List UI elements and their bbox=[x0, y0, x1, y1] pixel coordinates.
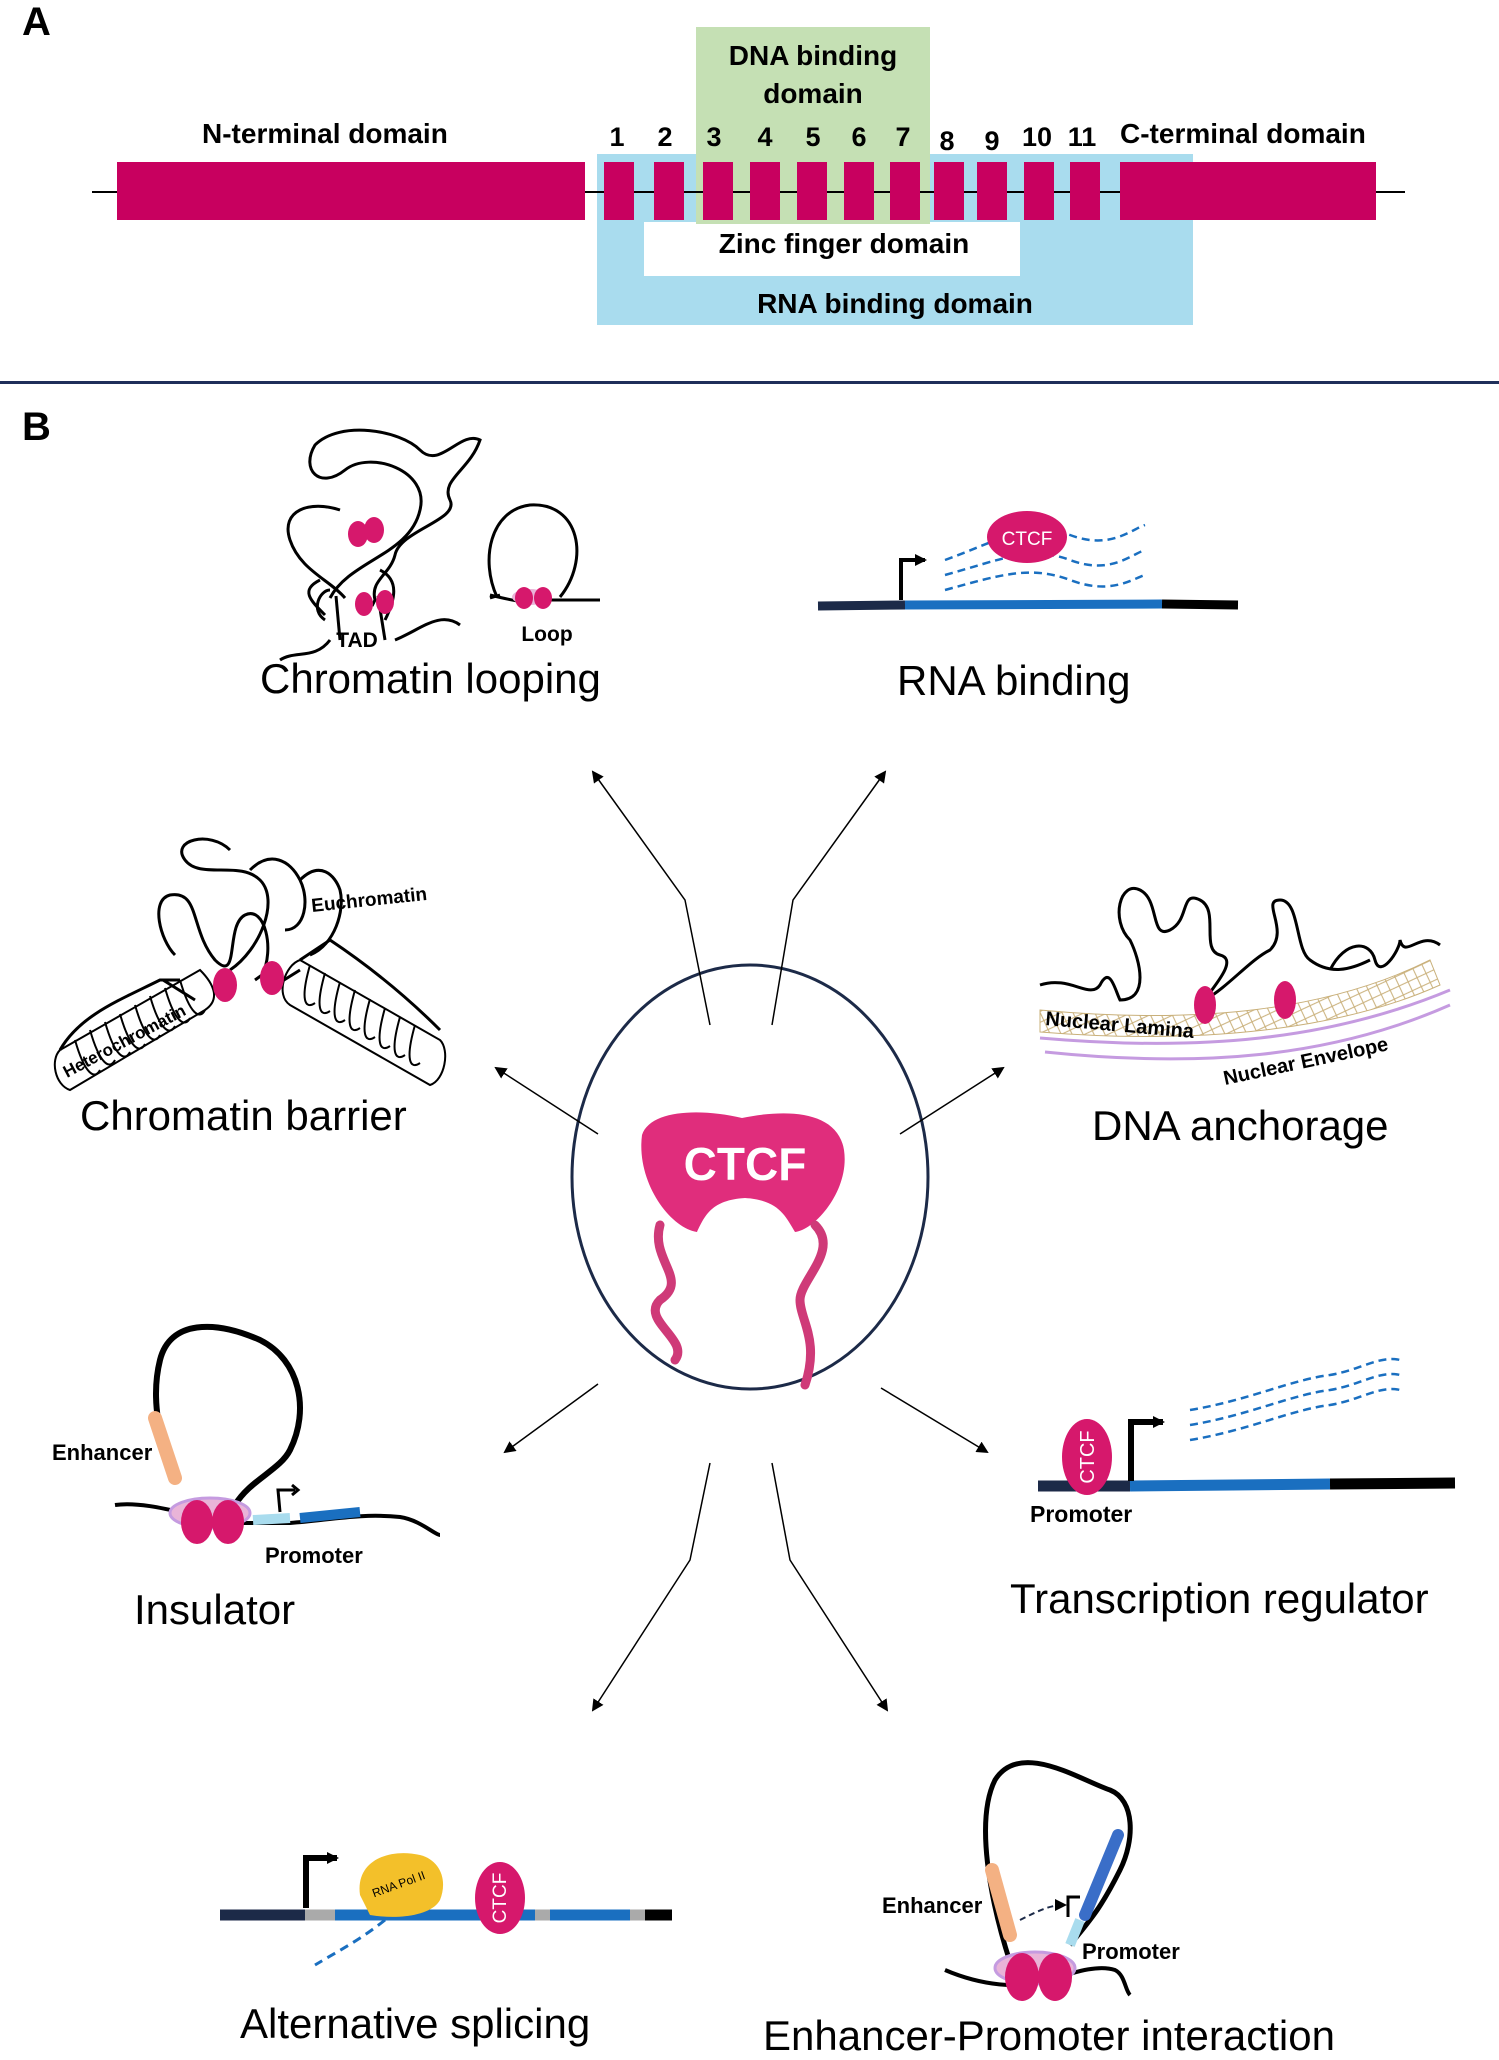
enhancer-promoter-icon bbox=[944, 1760, 1133, 2001]
dna-binding-label-line1: DNA binding bbox=[728, 40, 898, 71]
arrow-rna-binding bbox=[771, 770, 887, 1026]
finger-number-4: 4 bbox=[757, 122, 773, 152]
finger-number-1: 1 bbox=[609, 122, 625, 152]
dna-anchorage-label: DNA anchorage bbox=[1092, 1102, 1389, 1149]
alternative-splicing-label: Alternative splicing bbox=[240, 2000, 591, 2047]
protein-backbone-line bbox=[92, 191, 1405, 193]
ctcf-protein-shape bbox=[641, 1112, 845, 1390]
finger-number-7: 7 bbox=[895, 122, 911, 152]
alternative-splicing-icon: RNA Pol II CTCF bbox=[220, 1852, 672, 1967]
panel-a-label: A bbox=[22, 0, 51, 44]
heterochromatin-left-coil bbox=[53, 968, 215, 1092]
rna-binding-label: RNA binding bbox=[897, 657, 1131, 704]
enhancer-promoter-label: Enhancer-Promoter interaction bbox=[763, 2012, 1335, 2059]
finger-number-8: 8 bbox=[939, 126, 955, 156]
dna-binding-label-line2: domain bbox=[763, 78, 863, 109]
c-terminal-domain-block bbox=[1120, 162, 1376, 220]
panel-b-label: B bbox=[22, 405, 51, 449]
arrow-dna-anchorage bbox=[899, 1066, 1005, 1135]
n-terminal-label: N-terminal domain bbox=[202, 118, 448, 149]
chromatin-barrier-icon bbox=[58, 837, 442, 1051]
zinc-finger-7 bbox=[890, 162, 920, 220]
panel-b-diagram: TAD Loop CTCF Euchromatin Heterochromati… bbox=[52, 428, 1456, 2001]
nuclear-envelope-label: Nuclear Envelope bbox=[1221, 1033, 1390, 1089]
c-terminal-label: C-terminal domain bbox=[1120, 118, 1366, 149]
zinc-finger-10 bbox=[1024, 162, 1054, 220]
arrow-enhancer-promoter bbox=[771, 1462, 889, 1712]
arrow-insulator bbox=[503, 1383, 599, 1454]
arrow-chromatin-looping bbox=[591, 770, 711, 1026]
loop-label: Loop bbox=[521, 623, 572, 646]
insulator-promoter-label: Promoter bbox=[265, 1543, 363, 1568]
tad-label: TAD bbox=[336, 629, 378, 652]
finger-number-3: 3 bbox=[706, 122, 722, 152]
ep-enhancer-label: Enhancer bbox=[882, 1893, 983, 1918]
looping-ctcf-dots bbox=[348, 517, 552, 616]
insulator-enhancer-label: Enhancer bbox=[52, 1440, 153, 1465]
zinc-finger-3 bbox=[703, 162, 733, 220]
regulator-promoter-label: Promoter bbox=[1030, 1501, 1132, 1527]
svg-text:CTCF: CTCF bbox=[1002, 529, 1053, 550]
finger-number-11: 11 bbox=[1067, 122, 1097, 152]
zinc-finger-4 bbox=[750, 162, 780, 220]
finger-number-6: 6 bbox=[851, 122, 867, 152]
zinc-finger-label: Zinc finger domain bbox=[718, 228, 970, 259]
insulator-icon bbox=[114, 1323, 441, 1544]
zinc-finger-2 bbox=[654, 162, 684, 220]
zinc-finger-1 bbox=[604, 162, 634, 220]
rna-box-cutout bbox=[644, 222, 1020, 276]
barrier-ctcf-left bbox=[213, 968, 237, 1002]
zinc-finger-8 bbox=[934, 162, 964, 220]
rna-ctcf-dot bbox=[987, 511, 1067, 563]
finger-number-9: 9 bbox=[984, 126, 1000, 156]
dna-anchorage-icon bbox=[1039, 886, 1451, 1061]
zinc-finger-11 bbox=[1070, 162, 1100, 220]
transcription-regulator-icon: CTCF bbox=[1038, 1357, 1456, 1495]
heterochromatin-right-coil bbox=[281, 958, 447, 1087]
nuclear-lamina-label: Nuclear Lamina bbox=[1045, 1008, 1196, 1043]
zinc-finger-9 bbox=[977, 162, 1007, 220]
arrow-chromatin-barrier bbox=[494, 1066, 599, 1135]
rna-binding-icon: CTCF bbox=[817, 511, 1239, 611]
center-ctcf-label: CTCF bbox=[683, 1138, 807, 1190]
finger-number-5: 5 bbox=[805, 122, 821, 152]
finger-number-2: 2 bbox=[657, 122, 673, 152]
arrow-transcription-regulator bbox=[880, 1387, 989, 1454]
n-terminal-domain-block bbox=[117, 162, 585, 220]
panel-separator bbox=[0, 381, 1499, 384]
ep-promoter-label: Promoter bbox=[1082, 1939, 1180, 1964]
svg-text:CTCF: CTCF bbox=[490, 1873, 511, 1924]
finger-number-10: 10 bbox=[1021, 122, 1053, 152]
chromatin-looping-label: Chromatin looping bbox=[260, 655, 601, 702]
euchromatin-label: Euchromatin bbox=[310, 884, 428, 917]
arrow-alternative-splicing bbox=[591, 1462, 711, 1712]
chromatin-barrier-label: Chromatin barrier bbox=[80, 1092, 407, 1139]
zinc-finger-6 bbox=[844, 162, 874, 220]
rna-binding-label: RNA binding domain bbox=[757, 288, 1033, 319]
barrier-ctcf-right bbox=[260, 961, 284, 995]
function-arrows bbox=[494, 770, 1005, 1712]
zinc-finger-5 bbox=[797, 162, 827, 220]
transcription-regulator-label: Transcription regulator bbox=[1010, 1575, 1429, 1622]
svg-text:CTCF: CTCF bbox=[1077, 1430, 1099, 1483]
insulator-label: Insulator bbox=[134, 1586, 296, 1633]
